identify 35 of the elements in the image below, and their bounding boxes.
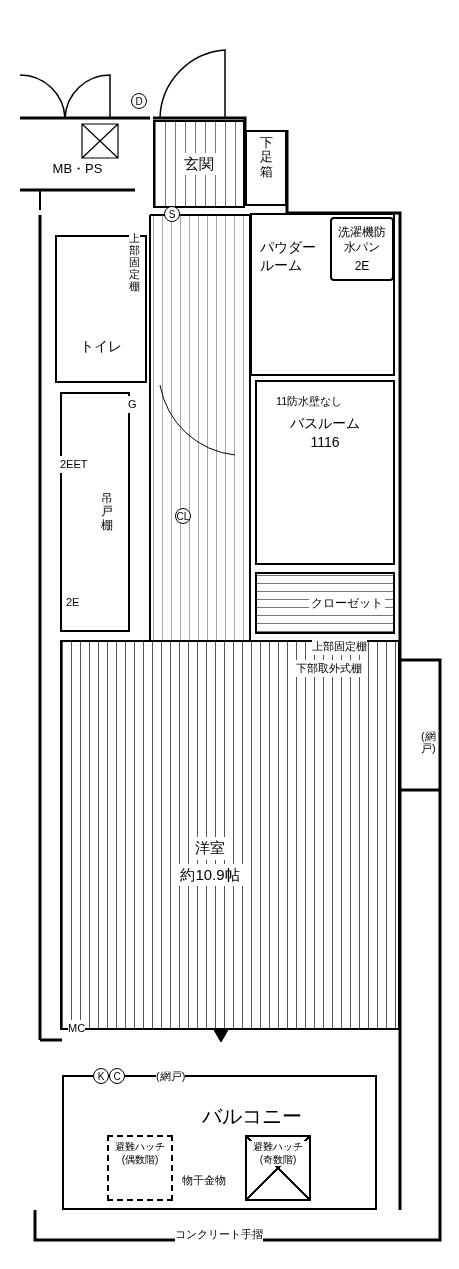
plan-label: 物干金物 — [182, 1172, 226, 1189]
plan-label: 上部固定棚 — [312, 638, 367, 655]
room-outline — [255, 572, 395, 634]
symbol-label: D — [131, 93, 147, 109]
room-label: 約10.9帖 — [176, 863, 244, 886]
room-label: パウダールーム — [260, 239, 316, 274]
plan-label: コンクリート手摺 — [175, 1226, 263, 1243]
room-label: 下足箱 — [259, 136, 273, 179]
room-outline — [245, 130, 287, 206]
symbol-label: S — [164, 206, 180, 222]
room-outline — [60, 640, 400, 1030]
room-outline — [330, 217, 394, 281]
room-outline — [255, 380, 395, 565]
room-label: 洗濯機防水パン — [338, 224, 386, 255]
symbol-label: C — [109, 1068, 125, 1084]
plan-label: 11防水壁なし — [276, 393, 343, 410]
plan-label: 下部取外式棚 — [296, 660, 362, 677]
symbol-label: K — [93, 1068, 109, 1084]
room-label: 避難ハッチ (奇数階) — [247, 1141, 309, 1166]
room-outline — [245, 1135, 311, 1201]
room-label: クローゼット — [309, 594, 385, 612]
room-label: トイレ — [80, 337, 122, 356]
plan-label: (網戸) — [156, 1068, 186, 1085]
room-outline — [153, 120, 245, 208]
room-label: バスルーム 1116 — [289, 414, 361, 453]
plan-label: G — [128, 396, 137, 413]
plan-label: 2EET — [60, 456, 88, 473]
room-label: 吊戸棚 — [101, 492, 113, 532]
room-outline — [60, 392, 130, 632]
room-label: バルコニー — [201, 1104, 302, 1129]
room-outline — [250, 213, 395, 376]
room-outline — [55, 235, 147, 383]
room-label: 2E — [353, 258, 371, 274]
room-outline — [107, 1135, 173, 1201]
plan-label: 上部固定棚 — [129, 232, 140, 293]
